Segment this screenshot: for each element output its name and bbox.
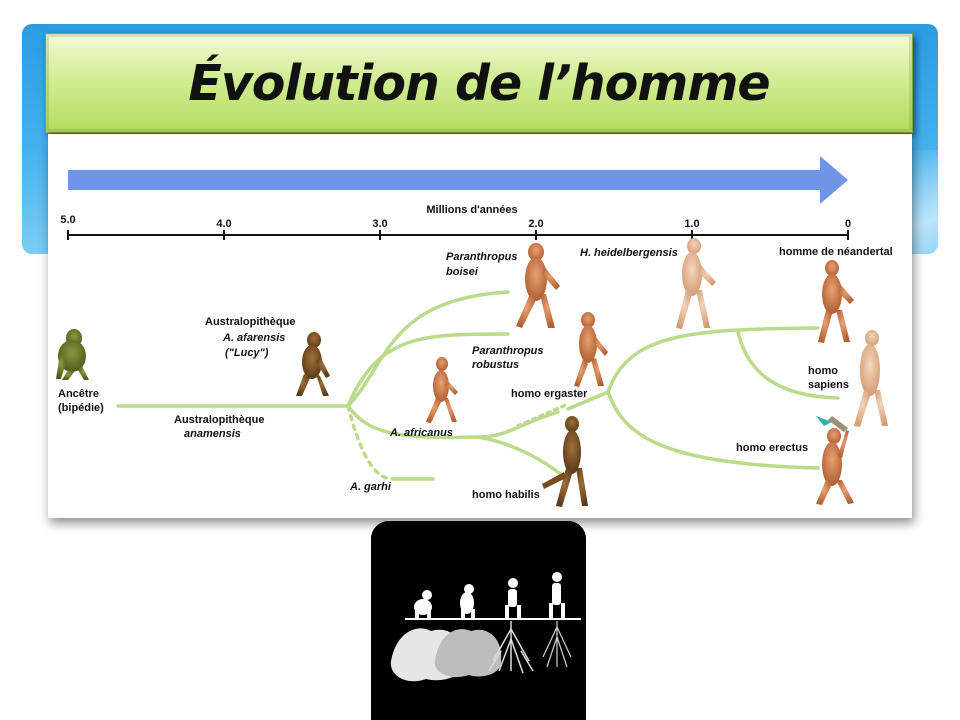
sapiens-label-line1: homo	[808, 365, 838, 377]
phylogeny-branches	[116, 290, 840, 481]
ancestor-sub-label: (bipédie)	[58, 402, 104, 414]
evolution-diagram: Millions d'années 5.0 4.0 3.0 2.0 1.0 0	[48, 134, 912, 518]
boisei-species-label: boisei	[446, 266, 479, 278]
time-arrow	[68, 156, 848, 204]
ergaster-label: homo ergaster	[511, 388, 588, 400]
ancestor-figure-icon	[56, 329, 89, 380]
tick-label-2: 2.0	[528, 218, 543, 230]
evolution-roots-image	[371, 521, 586, 720]
africanus-label: A. africanus	[389, 427, 453, 439]
title-box: Évolution de l’homme	[45, 33, 913, 133]
tick-label-0: 0	[845, 218, 851, 230]
afarensis-nick-label: ("Lucy")	[225, 347, 269, 359]
robustus-species-label: robustus	[472, 359, 519, 371]
evolution-roots-icon	[371, 521, 586, 720]
diagram-canvas: Millions d'années 5.0 4.0 3.0 2.0 1.0 0	[56, 156, 893, 507]
afarensis-title-label: Australopithèque	[205, 316, 295, 328]
axis-ticks	[67, 230, 849, 240]
neandertal-label: homme de néandertal	[779, 246, 893, 258]
boisei-figure-icon	[516, 243, 560, 328]
anamensis-title-label: Australopithèque	[174, 414, 264, 426]
heidelbergensis-label: H. heidelbergensis	[580, 247, 678, 259]
africanus-figure-icon	[426, 357, 458, 423]
root-systems	[390, 621, 572, 682]
heidelbergensis-figure-icon	[676, 238, 716, 329]
afarensis-figure-icon	[296, 332, 330, 396]
tick-label-4: 4.0	[216, 218, 231, 230]
sapiens-figure-icon	[854, 330, 888, 427]
anamensis-species-label: anamensis	[184, 428, 241, 440]
robustus-genus-label: Paranthropus	[472, 345, 544, 357]
robustus-figure-icon	[574, 312, 608, 387]
axis-label: Millions d'années	[426, 204, 517, 216]
silhouette-figures	[414, 572, 565, 619]
boisei-genus-label: Paranthropus	[446, 251, 518, 263]
erectus-label: homo erectus	[736, 442, 808, 454]
afarensis-species-label: A. afarensis	[222, 332, 285, 344]
garhi-label: A. garhi	[349, 481, 392, 493]
habilis-label: homo habilis	[472, 489, 540, 501]
neandertal-figure-icon	[818, 260, 854, 343]
ancestor-label: Ancêtre	[58, 388, 99, 400]
tick-label-1: 1.0	[684, 218, 699, 230]
tick-label-3: 3.0	[372, 218, 387, 230]
slide-title: Évolution de l’homme	[188, 54, 770, 112]
sapiens-label-line2: sapiens	[808, 379, 849, 391]
ergaster-figure-icon	[542, 416, 588, 507]
tick-label-5: 5.0	[60, 214, 75, 226]
erectus-figure-icon	[816, 416, 854, 505]
